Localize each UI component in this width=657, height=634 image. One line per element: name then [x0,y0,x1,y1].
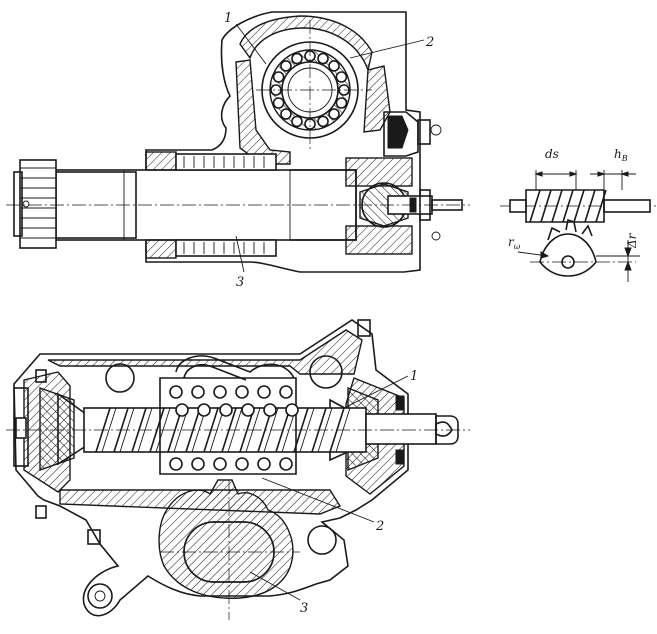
ball [291,52,303,65]
dim-hb-label: hB [614,147,628,163]
worm-thread-flank [540,189,552,223]
splined-end [13,159,57,249]
ball [197,403,211,417]
ball [317,52,329,65]
ball [169,457,183,471]
needle-rollers [183,156,265,254]
ball [241,403,255,417]
ball [279,385,293,399]
ball [257,385,271,399]
worm-thread-flank [551,189,563,223]
ball [213,457,227,471]
worm-thread-flank [101,407,117,453]
callout-3-top: 3 [236,275,244,290]
worm-thread-flank [529,189,541,223]
ball [279,457,293,471]
right-bearing-block [345,157,463,255]
bolts [35,319,405,545]
callout-3-bottom: 3 [300,601,308,616]
ball-chain [169,385,299,471]
ball [191,385,205,399]
ball [335,97,348,109]
ball [335,71,348,83]
bosses [87,355,343,609]
ball [235,457,249,471]
ball [328,60,340,72]
top-section-view: 1 2 3 [6,11,470,290]
ball [280,108,292,120]
worm-sector-detail: ds hB rω Δr [500,147,656,282]
ball [169,385,183,399]
ball [257,457,271,471]
ball [272,71,285,83]
worm-thread-flank [299,407,315,453]
callout-2-top: 2 [425,35,434,50]
worm-thread-flank [562,189,574,223]
ball [213,385,227,399]
worm-thread-flank [573,189,585,223]
worm-thread [525,189,605,223]
dim-r-omega-label: rω [508,235,521,251]
dim-delta-r-label: Δr [625,232,639,249]
bottom-section-view: 1 2 3 [6,319,470,620]
ball [175,403,189,417]
ball [280,60,292,72]
dim-ds-label: ds [545,147,559,161]
ball [235,385,249,399]
ball [191,457,205,471]
ball [219,403,233,417]
ball [263,403,277,417]
ball [272,97,285,109]
input-shaft [365,413,459,445]
ball [285,403,299,417]
ball [291,115,303,128]
ball [328,108,340,120]
callout-1-top: 1 [224,11,232,26]
worm-thread-flank [595,189,607,223]
needle-bearing-left [145,151,277,259]
worm-thread-flank [584,189,596,223]
callout-2-bottom: 2 [375,519,384,534]
callout-1-bottom: 1 [410,369,418,384]
ball [317,115,329,128]
